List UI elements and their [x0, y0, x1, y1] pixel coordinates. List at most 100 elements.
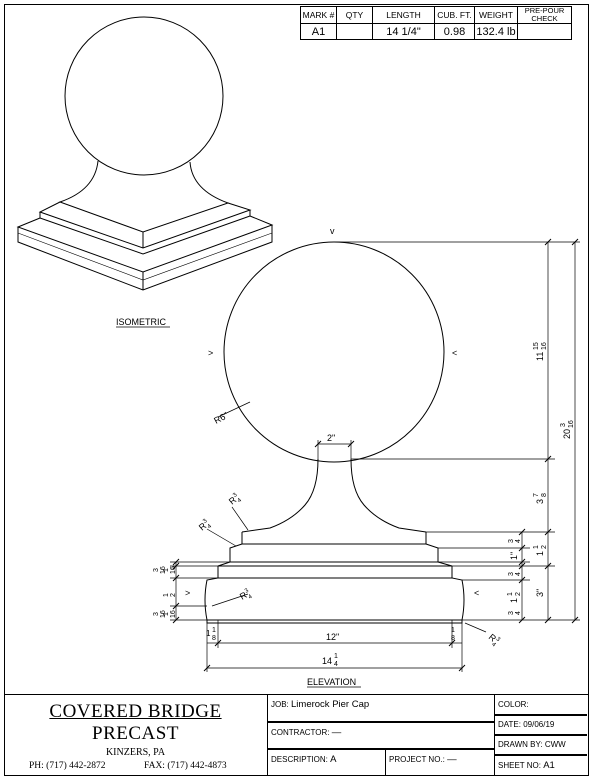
center-mark-left: >	[208, 348, 213, 358]
date-value: 09/06/19	[523, 720, 555, 729]
svg-text:4: 4	[515, 572, 522, 576]
neck-width-label: 2"	[327, 433, 335, 443]
svg-text:3: 3	[508, 539, 515, 543]
center-mark-base-left: >	[185, 588, 190, 598]
ball-height-dim: 11 15 16	[533, 342, 548, 361]
svg-text:3: 3	[244, 588, 250, 595]
base-lower-dim: 3 4	[508, 611, 522, 615]
svg-text:3: 3	[202, 518, 209, 525]
svg-text:14: 14	[322, 656, 332, 666]
svg-text:1: 1	[509, 598, 519, 603]
svg-text:3: 3	[508, 611, 515, 615]
svg-text:3: 3	[495, 636, 502, 643]
svg-text:3: 3	[560, 423, 567, 427]
radius-neck-callout: R 3 4	[227, 492, 244, 507]
svg-text:R: R	[227, 494, 239, 506]
radius-cap-callout: R 3 4	[197, 518, 214, 533]
project-label: PROJECT NO.:	[389, 755, 445, 764]
svg-text:4: 4	[248, 594, 254, 601]
dimension-lines	[170, 241, 580, 672]
left-bottom2-dim: 1 16	[163, 610, 177, 618]
svg-text:4: 4	[207, 523, 214, 530]
iso-cap-band	[39, 210, 251, 255]
company-name-line2: PRECAST	[92, 723, 179, 744]
table-row: A1 14 1/4" 0.98 132.4 lb	[300, 23, 572, 40]
base-upper-dim: 3 4	[508, 572, 522, 576]
svg-text:1: 1	[206, 629, 211, 638]
svg-text:2: 2	[170, 593, 177, 597]
col-prepour-line1: PRE-POUR	[524, 6, 565, 15]
svg-text:3: 3	[232, 492, 239, 499]
svg-text:R: R	[487, 632, 499, 644]
left-bottom-dim: 3 16	[153, 610, 167, 618]
elevation-label: ELEVATION	[307, 677, 356, 687]
left-middle-dim: 1 2	[163, 593, 177, 597]
drawn-value: CWW	[544, 740, 566, 749]
center-mark-base-right: <	[474, 588, 479, 598]
svg-text:16: 16	[160, 610, 167, 618]
elevation-view	[204, 241, 465, 624]
base-middle-dim: 1 1 2	[507, 592, 522, 603]
elevation-neck-right	[350, 458, 427, 533]
left-second-dim: 1 16	[163, 566, 177, 574]
col-prepour-line2: CHECK	[531, 14, 558, 23]
elevation-neck-left	[241, 458, 319, 533]
color-field: COLOR:	[495, 695, 587, 715]
cell-prepour	[517, 23, 572, 40]
svg-text:3: 3	[153, 612, 160, 616]
svg-text:2: 2	[541, 545, 548, 549]
svg-text:1: 1	[163, 612, 170, 616]
project-field: PROJECT NO.: —	[386, 749, 495, 775]
drawing-canvas: ISOMETRIC ELEVATION v > < > < R6" 2" 11 …	[16, 16, 580, 688]
drawn-label: DRAWN BY:	[498, 740, 543, 749]
company-phone: PH: (717) 442-2872	[29, 761, 106, 771]
company-name-line1: COVERED BRIDGE	[49, 701, 222, 722]
cell-cubft: 0.98	[434, 23, 475, 40]
title-block: COVERED BRIDGE PRECAST KINZERS, PA PH: (…	[4, 694, 589, 776]
elevation-cap-lower	[229, 543, 439, 563]
elevation-cap-upper	[241, 532, 427, 545]
company-fax: FAX: (717) 442-4873	[144, 761, 227, 771]
isometric-label: ISOMETRIC	[116, 317, 167, 327]
left-top-dim: 3 16	[153, 566, 167, 574]
contractor-label: CONTRACTOR:	[271, 728, 330, 737]
sheet-value: A1	[543, 760, 555, 771]
svg-text:4: 4	[237, 497, 244, 504]
svg-text:4: 4	[515, 539, 522, 543]
svg-text:1: 1	[533, 545, 540, 549]
dimension-ticks	[172, 238, 579, 672]
elevation-base	[204, 566, 465, 621]
svg-text:R: R	[238, 590, 249, 602]
isometric-view	[16, 16, 274, 291]
table-header-row: MARK # QTY LENGTH CUB. FT. WEIGHT PRE-PO…	[300, 6, 572, 24]
svg-text:1: 1	[507, 592, 514, 596]
svg-text:4: 4	[334, 661, 338, 668]
svg-text:1: 1	[212, 627, 216, 634]
radius-base-right-callout: R 3 4	[487, 632, 502, 649]
sheet-label: SHEET NO:	[498, 761, 541, 770]
svg-text:8: 8	[451, 635, 455, 642]
svg-text:4: 4	[490, 642, 497, 649]
base-height-dim: 3"	[535, 589, 545, 597]
sheet-field: SHEET NO: A1	[495, 755, 587, 775]
contractor-value: —	[331, 727, 342, 738]
labels: ISOMETRIC ELEVATION v > < > < R6" 2" 11 …	[116, 226, 575, 687]
svg-text:7: 7	[533, 493, 540, 497]
piece-schedule-table: MARK # QTY LENGTH CUB. FT. WEIGHT PRE-PO…	[300, 6, 572, 40]
job-label: JOB:	[271, 700, 289, 709]
neck-height-dim: 3 7 8	[533, 493, 548, 504]
svg-text:4: 4	[515, 611, 522, 615]
cell-mark: A1	[300, 23, 337, 40]
cell-length: 14 1/4"	[372, 23, 435, 40]
svg-text:16: 16	[568, 420, 575, 428]
svg-text:1: 1	[451, 627, 455, 634]
elevation-cap-step	[217, 561, 453, 567]
description-value: A	[330, 754, 337, 765]
iso-cap-top	[38, 201, 252, 249]
side-offset-right-dim: 1 8	[451, 627, 455, 642]
svg-text:15: 15	[533, 342, 540, 350]
iso-neck	[58, 160, 230, 233]
job-field: JOB: Limerock Pier Cap	[268, 695, 495, 722]
svg-text:8: 8	[541, 493, 548, 497]
elevation-ball	[223, 241, 445, 463]
